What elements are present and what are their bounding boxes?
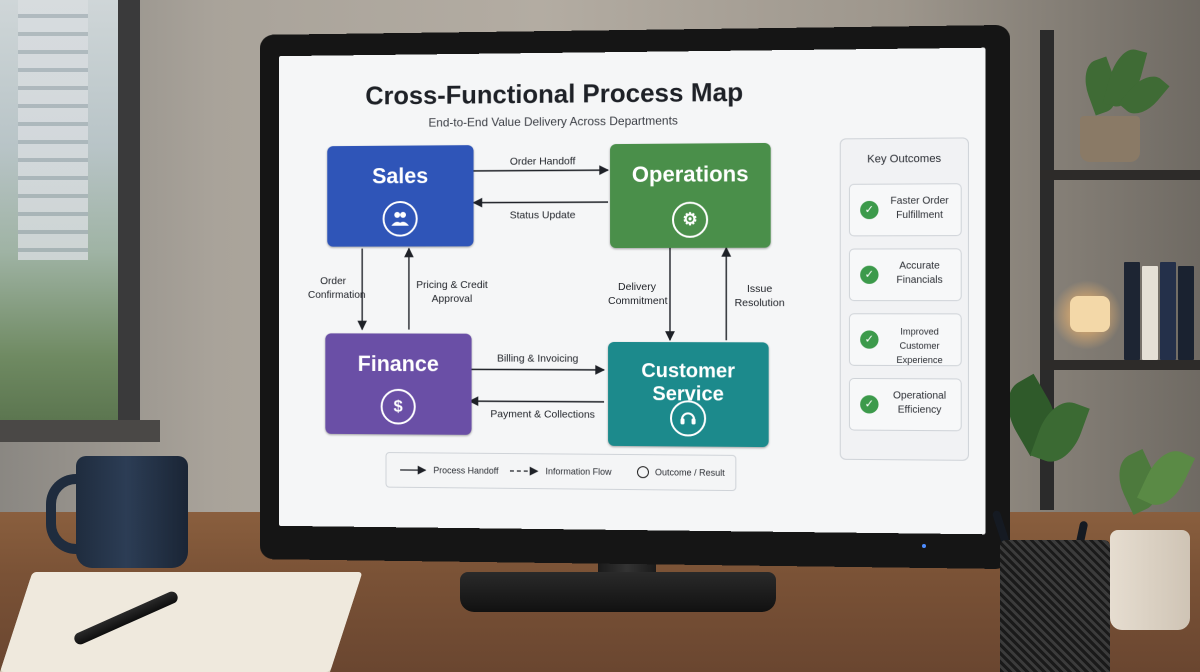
dept-customer-service: Customer Service: [608, 341, 769, 448]
dept-finance-name: Finance: [357, 351, 439, 377]
people-icon: [382, 200, 418, 237]
monitor-stand-base: [460, 572, 776, 612]
legend-information-flow: Information Flow: [545, 466, 612, 477]
shelf-plant-pot: [1080, 116, 1140, 162]
key-outcomes-panel: Key Outcomes ✓ Faster Order Fulfillment …: [839, 137, 969, 461]
flow-label-billing-invoicing: Billing & Invoicing: [496, 352, 579, 365]
outcome-card: ✓ Accurate Financials: [848, 248, 962, 302]
outcome-card: ✓ Improved Customer Experience: [848, 313, 962, 367]
window-glass: [0, 0, 118, 420]
flow-label-order-confirmation: Order Confirmation: [307, 275, 366, 301]
desk-plant-pot: [1110, 530, 1190, 630]
dept-operations-name: Operations: [631, 161, 749, 187]
outcome-circle-icon: [636, 466, 649, 479]
window-frame: [118, 0, 140, 440]
dept-sales: Sales: [327, 145, 474, 247]
dept-sales-name: Sales: [372, 163, 429, 189]
window: [0, 0, 140, 440]
dept-finance: Finance $: [325, 333, 472, 435]
notebook: [0, 572, 363, 672]
book: [1124, 262, 1140, 360]
power-led-icon: [922, 544, 926, 548]
outcome-label: Accurate Financials: [896, 260, 943, 286]
book: [1160, 262, 1176, 360]
lamp: [1070, 296, 1110, 332]
check-icon: ✓: [860, 265, 879, 284]
arrow-operations-to-sales: [474, 202, 609, 203]
check-icon: ✓: [860, 395, 879, 414]
book: [1178, 266, 1194, 360]
flow-label-status-update: Status Update: [509, 209, 576, 222]
shelf-board: [1040, 170, 1200, 180]
book: [1142, 266, 1158, 360]
outcome-card: ✓ Faster Order Fulfillment: [848, 183, 962, 237]
people-icon-glyph: [391, 211, 409, 226]
dept-operations: Operations ⚙: [610, 142, 771, 249]
flow-label-payment-collections: Payment & Collections: [490, 408, 595, 421]
arrow-customer-service-to-finance: [470, 401, 604, 402]
flow-label-order-handoff: Order Handoff: [509, 155, 576, 168]
flow-label-delivery-commitment: Delivery Commitment: [608, 280, 668, 308]
key-outcomes-title: Key Outcomes: [867, 152, 942, 166]
dollar-icon: $: [380, 388, 416, 425]
headset-icon: [669, 400, 707, 437]
legend-outcome-result: Outcome / Result: [654, 467, 725, 478]
windowsill: [0, 420, 160, 442]
gear-icon: ⚙: [671, 201, 709, 238]
check-icon: ✓: [860, 330, 879, 349]
headset-icon-glyph: [679, 409, 697, 425]
pen-cup: [1000, 540, 1110, 672]
flow-label-issue-resolution: Issue Resolution: [734, 282, 785, 310]
arrow-finance-to-customer-service: [470, 369, 604, 370]
flow-label-pricing-credit-approval: Pricing & Credit Approval: [416, 279, 488, 305]
outcome-label: Faster Order Fulfillment: [890, 195, 949, 222]
shelf-board: [1040, 360, 1200, 370]
outcome-card: ✓ Operational Efficiency: [848, 377, 962, 432]
legend: Process Handoff Information Flow Outcome…: [386, 452, 737, 491]
building-outside: [18, 0, 88, 260]
monitor-screen: Cross-Functional Process Map End-to-End …: [279, 48, 985, 535]
coffee-mug: [76, 456, 188, 568]
legend-process-handoff: Process Handoff: [433, 465, 499, 476]
arrow-sales-to-operations: [474, 170, 609, 171]
mug-handle: [46, 474, 102, 554]
outcome-label: Operational Efficiency: [893, 390, 947, 416]
check-icon: ✓: [860, 200, 879, 220]
outcome-label: Improved Customer Experience: [896, 326, 943, 366]
